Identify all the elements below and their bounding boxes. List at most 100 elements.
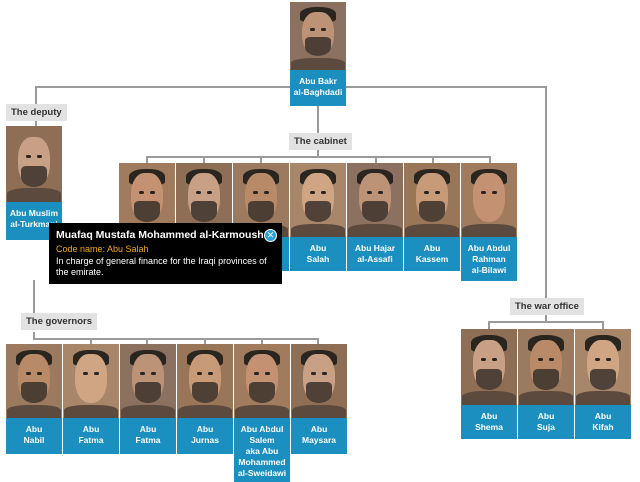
member-tooltip: Muafaq Mustafa Mohammed al-Karmoush Code… [49,223,282,284]
member-name-line: Jurnas [191,435,219,445]
member-name-line: al-Assafi [357,254,393,264]
member-name-line: Abu [537,411,555,421]
connector-line [317,104,319,134]
member-name-line: Abu [594,411,612,421]
member-photo [347,163,403,237]
member-photo [177,344,233,418]
section-label-cabinet: The cabinet [289,133,352,150]
member-name-line: aka Abu [245,446,279,456]
connector-line [602,321,604,329]
member-photo [290,163,346,237]
member-name-line: Abu Abdul [467,243,511,253]
connector-line [375,156,377,164]
tooltip-code-name: Code name: Abu Salah [56,244,149,254]
member-name-line: Abu [139,424,157,434]
connector-line [146,338,148,344]
tooltip-title: Muafaq Mustafa Mohammed al-Karmoush [56,229,264,241]
member-name-line: al-Turkmani [10,219,58,229]
member-name-line: Abu [480,411,498,421]
connector-line [204,338,206,344]
member-name-line: Abu Hajar [354,243,396,253]
member-photo [461,329,517,405]
member-name-line: Abu [25,424,43,434]
connector-line [545,314,547,322]
section-label-war-office: The war office [510,298,584,315]
member-photo [575,329,631,405]
member-name-line: Abu Abdul [240,424,284,434]
connector-line [33,332,35,340]
member-name-line: al-Bilawi [471,265,507,275]
member-photo [290,2,346,70]
member-name-line: Abu [423,243,441,253]
member-name-line: Mohammed [238,457,286,467]
connector-line [261,338,263,344]
member-name-line: Kassem [415,254,449,264]
section-label-deputy: The deputy [6,104,67,121]
member-name-line: Salah [306,254,330,264]
member-name-line: Abu [310,424,328,434]
connector-line [317,338,319,344]
member-photo [234,344,290,418]
member-name-line: Salem [249,435,275,445]
member-name-line: Abu Bakr [299,76,337,86]
member-name-line: Fatma [135,435,161,445]
member-photo [461,163,517,237]
connector-line [260,156,262,164]
connector-line [489,156,491,164]
section-label-governors: The governors [21,313,97,330]
connector-line [488,321,604,323]
member-name-line: al-Sweidawi [237,468,287,478]
tooltip-description: In charge of general finance for the Ira… [56,256,267,277]
connector-line [545,86,547,298]
member-name-line: Fatma [78,435,104,445]
member-name-line: Shema [475,422,503,432]
member-name-line: al-Baghdadi [293,87,343,97]
connector-line [488,321,490,329]
member-photo [63,344,119,418]
connector-line [33,338,319,340]
close-icon[interactable]: ✕ [264,229,277,242]
member-name-line: Maysara [301,435,337,445]
member-photo [6,344,62,418]
connector-line [146,156,491,158]
connector-line [317,149,319,157]
member-photo [404,163,460,237]
member-name-line: Abu [309,243,327,253]
member-photo [120,344,176,418]
member-name-line: Kifah [592,422,614,432]
member-name-line: Abu [196,424,214,434]
member-name-line: Suja [537,422,555,432]
member-name-line: Abu Muslim [9,208,59,218]
member-name-line: Nabil [23,435,45,445]
member-photo [6,126,62,202]
